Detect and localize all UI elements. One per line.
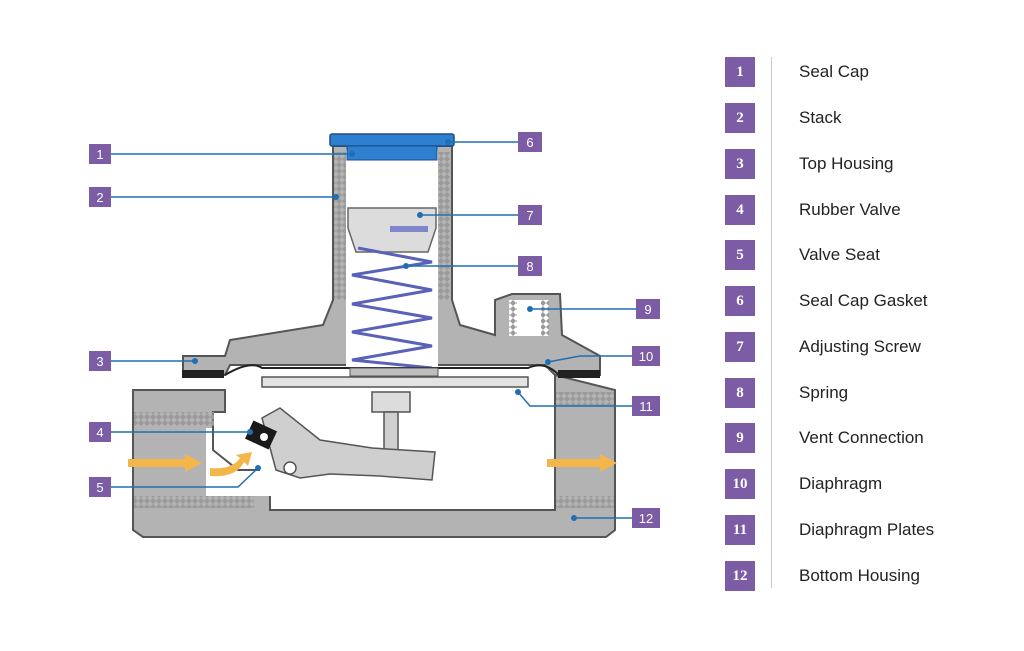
legend-item-seal-cap-gasket: 6 Seal Cap Gasket (725, 286, 1015, 316)
legend-label: Spring (799, 383, 849, 402)
legend-badge: 1 (725, 57, 755, 87)
diaphragm-assembly (224, 364, 561, 477)
legend-label: Rubber Valve (799, 200, 901, 219)
legend-label: Diaphragm (799, 474, 883, 493)
callout-leaders (110, 141, 636, 519)
rubber-valve (244, 420, 278, 450)
callout-6-number: 6 (526, 135, 533, 150)
callout-2: 2 (89, 187, 111, 207)
gas-flow-arrows (128, 452, 617, 477)
callout-5: 5 (89, 477, 111, 497)
legend-badge: 7 (725, 332, 755, 362)
callout-10-number: 10 (639, 349, 653, 364)
legend-item-top-housing: 3 Top Housing (725, 149, 1015, 179)
callout-9-number: 9 (644, 302, 651, 317)
callout-11: 11 (632, 396, 660, 416)
legend-label: Vent Connection (799, 428, 924, 447)
legend-item-spring: 8 Spring (725, 378, 1015, 408)
callout-3: 3 (89, 351, 111, 371)
regulator-cutaway-svg: 1 2 3 4 5 6 7 8 9 10 11 12 (89, 132, 660, 538)
adjusting-screw (347, 207, 437, 253)
legend-label: Seal Cap Gasket (799, 291, 928, 310)
regulator-diagram: 1 2 3 4 5 6 7 8 9 10 11 12 (89, 132, 660, 538)
callout-7: 7 (518, 205, 542, 225)
legend-label: Adjusting Screw (799, 337, 921, 356)
callout-12-number: 12 (639, 511, 653, 526)
callout-5-number: 5 (96, 480, 103, 495)
legend-item-seal-cap: 1 Seal Cap (725, 57, 1015, 87)
legend-badge: 12 (725, 561, 755, 591)
callout-12: 12 (632, 508, 660, 528)
callout-6: 6 (518, 132, 542, 152)
seal-cap (329, 133, 455, 161)
legend-item-stack: 2 Stack (725, 103, 1015, 133)
legend-badge: 4 (725, 195, 755, 225)
legend-badge: 6 (725, 286, 755, 316)
valve-lever (261, 407, 436, 481)
legend-divider (771, 57, 772, 588)
callout-dots (192, 139, 577, 521)
legend-item-vent-connection: 9 Vent Connection (725, 423, 1015, 453)
callout-11-number: 11 (639, 399, 653, 414)
legend-badge: 2 (725, 103, 755, 133)
legend-label: Stack (799, 108, 842, 127)
legend-label: Seal Cap (799, 62, 869, 81)
legend-item-rubber-valve: 4 Rubber Valve (725, 195, 1015, 225)
callout-3-number: 3 (96, 354, 103, 369)
legend-badge: 9 (725, 423, 755, 453)
callout-10: 10 (632, 346, 660, 366)
callout-9: 9 (636, 299, 660, 319)
legend-label: Valve Seat (799, 245, 880, 264)
legend-item-adjusting-screw: 7 Adjusting Screw (725, 332, 1015, 362)
legend-badge: 10 (725, 469, 755, 499)
callout-4: 4 (89, 422, 111, 442)
callout-2-number: 2 (96, 190, 103, 205)
legend-badge: 3 (725, 149, 755, 179)
spring (351, 246, 433, 370)
legend-item-bottom-housing: 12 Bottom Housing (725, 561, 1015, 591)
callout-8: 8 (518, 256, 542, 276)
callout-4-number: 4 (96, 425, 103, 440)
bottom-housing (132, 373, 616, 538)
legend-label: Bottom Housing (799, 566, 920, 585)
legend-badge: 8 (725, 378, 755, 408)
legend-item-valve-seat: 5 Valve Seat (725, 240, 1015, 270)
callout-1: 1 (89, 144, 111, 164)
legend-label: Diaphragm Plates (799, 520, 935, 539)
legend-badge: 11 (725, 515, 755, 545)
legend-item-diaphragm-plates: 11 Diaphragm Plates (725, 515, 1015, 545)
legend-item-diaphragm: 10 Diaphragm (725, 469, 1015, 499)
callout-8-number: 8 (526, 259, 533, 274)
legend-label: Top Housing (799, 154, 894, 173)
callout-7-number: 7 (526, 208, 533, 223)
callout-1-number: 1 (96, 147, 103, 162)
legend-badge: 5 (725, 240, 755, 270)
